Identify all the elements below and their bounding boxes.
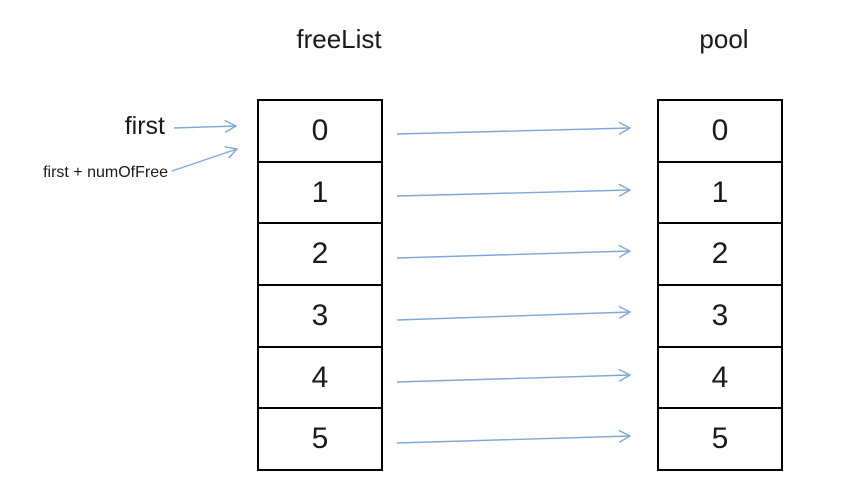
freelist-cell-3: 3: [259, 286, 381, 348]
pool-cell-1: 1: [659, 163, 781, 225]
pool-cell-0: 0: [659, 101, 781, 163]
freelist-array: 0 1 2 3 4 5: [257, 99, 383, 471]
freelist-cell-1: 1: [259, 163, 381, 225]
pool-array: 0 1 2 3 4 5: [657, 99, 783, 471]
arrow-freelist-5-to-pool-5-icon: [396, 436, 630, 444]
pool-cell-4: 4: [659, 348, 781, 410]
pool-cell-5: 5: [711, 422, 729, 456]
arrow-freelist-3-to-pool-3-icon: [396, 312, 630, 321]
pool-cell-3: 3: [659, 286, 781, 348]
freelist-title: freeList: [296, 24, 382, 54]
pool-title: pool: [699, 24, 749, 54]
first-pointer-label: first: [124, 112, 165, 140]
arrow-freelist-4-to-pool-4-icon: [396, 375, 630, 383]
arrow-freelist-0-to-pool-0-icon: [396, 128, 630, 134]
freelist-cell-2: 2: [259, 224, 381, 287]
pool-cell-2: 2: [659, 224, 781, 287]
first-plus-numoffree-pointer-arrow-icon: [171, 149, 237, 172]
arrow-freelist-2-to-pool-2-icon: [396, 251, 630, 259]
arrow-freelist-1-to-pool-1-icon: [396, 190, 630, 196]
freelist-cell-0: 0: [259, 101, 381, 163]
first-plus-numoffree-pointer-label: first + numOfFree: [43, 164, 168, 181]
first-pointer-arrow-icon: [173, 126, 236, 128]
freelist-cell-4: 4: [259, 348, 381, 410]
freelist-cell-5: 5: [311, 422, 329, 456]
